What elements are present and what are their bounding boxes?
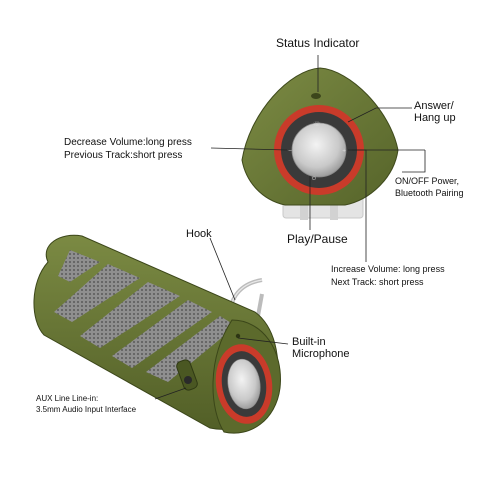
leader-lines-top xyxy=(210,55,426,262)
grille-slot xyxy=(146,316,236,382)
play-pause-button[interactable] xyxy=(291,122,347,178)
label-previous-track: Previous Track:short press xyxy=(64,150,183,161)
grille-slot xyxy=(54,264,140,322)
label-on-off-power: ON/OFF Power, xyxy=(395,176,460,186)
microphone-hole xyxy=(235,333,241,339)
stand-clip-post xyxy=(300,200,308,220)
minus-symbol: − xyxy=(288,148,292,154)
leader-decrease xyxy=(210,147,288,151)
label-decrease-volume: Decrease Volume:long press xyxy=(64,137,192,148)
leader-increase xyxy=(352,149,367,262)
aux-plug-cover xyxy=(176,359,198,391)
aux-port xyxy=(184,376,192,384)
leader-aux xyxy=(154,387,187,400)
end-button xyxy=(227,358,261,410)
plus-symbol: + xyxy=(342,148,346,154)
label-next-track: Next Track: short press xyxy=(331,277,424,287)
leader-hook xyxy=(209,237,236,301)
label-play-pause: Play/Pause xyxy=(287,232,348,246)
label-hook: Hook xyxy=(186,228,212,240)
answer-symbol: ☏ xyxy=(313,121,321,128)
label-builtin-microphone: Built-in Microphone xyxy=(292,336,350,361)
status-led xyxy=(311,93,321,99)
label-increase-volume: Increase Volume: long press xyxy=(331,264,445,274)
grille-slot xyxy=(112,300,212,368)
label-bluetooth-pairing: Bluetooth Pairing xyxy=(395,188,464,198)
power-symbol: ⏻ xyxy=(312,176,316,182)
grille-slot xyxy=(80,282,180,348)
grille xyxy=(54,250,236,382)
leader-answer xyxy=(347,107,412,123)
leader-power xyxy=(402,150,426,173)
leader-lines-bottom xyxy=(154,237,289,400)
leader-mic xyxy=(237,337,289,345)
grille-slot xyxy=(58,250,100,282)
label-answer-hangup: Answer/ Hang up xyxy=(414,100,456,125)
label-aux-interface: 3.5mm Audio Input Interface xyxy=(36,405,137,414)
stand-clip-post xyxy=(330,200,338,220)
speaker-end-view: ☏ − + ⏻ xyxy=(241,67,399,220)
speaker-body-view xyxy=(33,234,281,434)
label-aux-line-in: AUX Line Line-in: xyxy=(36,394,99,403)
label-status-indicator: Status Indicator xyxy=(276,36,360,50)
